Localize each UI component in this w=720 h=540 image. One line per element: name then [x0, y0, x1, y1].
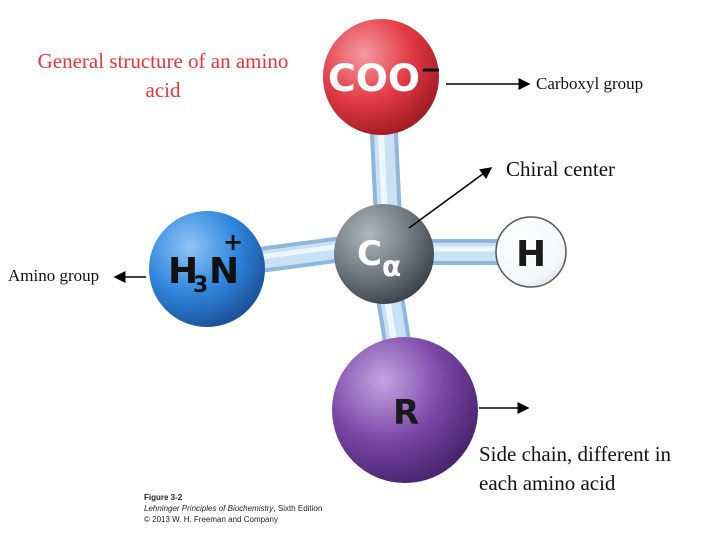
amino-h-label: H	[168, 251, 198, 292]
figure-number: Figure 3-2	[144, 493, 183, 502]
carboxyl-atom-label: COO	[328, 57, 420, 100]
book-edition: , Sixth Edition	[273, 504, 323, 513]
side-chain-label: R	[393, 393, 419, 433]
alpha-carbon-label: C	[357, 234, 382, 274]
side-chain-description: Side chain, different in each amino acid	[479, 440, 714, 498]
side-chain-atom: R	[332, 337, 478, 483]
carboxyl-atom: COO −	[323, 19, 442, 135]
hydrogen-label: H	[516, 234, 546, 275]
arrow-chiral	[408, 167, 493, 229]
chiral-center-label: Chiral center	[506, 157, 616, 181]
alpha-carbon-atom: C α	[334, 204, 434, 304]
side-chain-line-2: each amino acid	[479, 471, 616, 495]
diagram-title: General structure of an amino acid	[37, 49, 289, 102]
book-reference: Lehninger Principles of Biochemistry, Si…	[144, 503, 322, 514]
carboxyl-charge: −	[420, 55, 442, 85]
carboxyl-group-label: Carboxyl group	[536, 74, 644, 93]
amino-charge: +	[223, 228, 243, 256]
amino-subscript: 3	[193, 273, 208, 298]
figure-caption: Figure 3-2 Lehninger Principles of Bioch…	[144, 492, 322, 525]
amino-n-label: N	[209, 251, 239, 292]
side-chain-line-1: Side chain, different in	[479, 442, 672, 466]
alpha-subscript: α	[382, 250, 401, 283]
copyright: © 2013 W. H. Freeman and Company	[144, 515, 278, 524]
amino-atom: H 3 N +	[149, 211, 265, 327]
book-title: Lehninger Principles of Biochemistry	[144, 504, 274, 513]
hydrogen-atom: H	[495, 216, 567, 288]
amino-group-label: Amino group	[8, 266, 100, 285]
